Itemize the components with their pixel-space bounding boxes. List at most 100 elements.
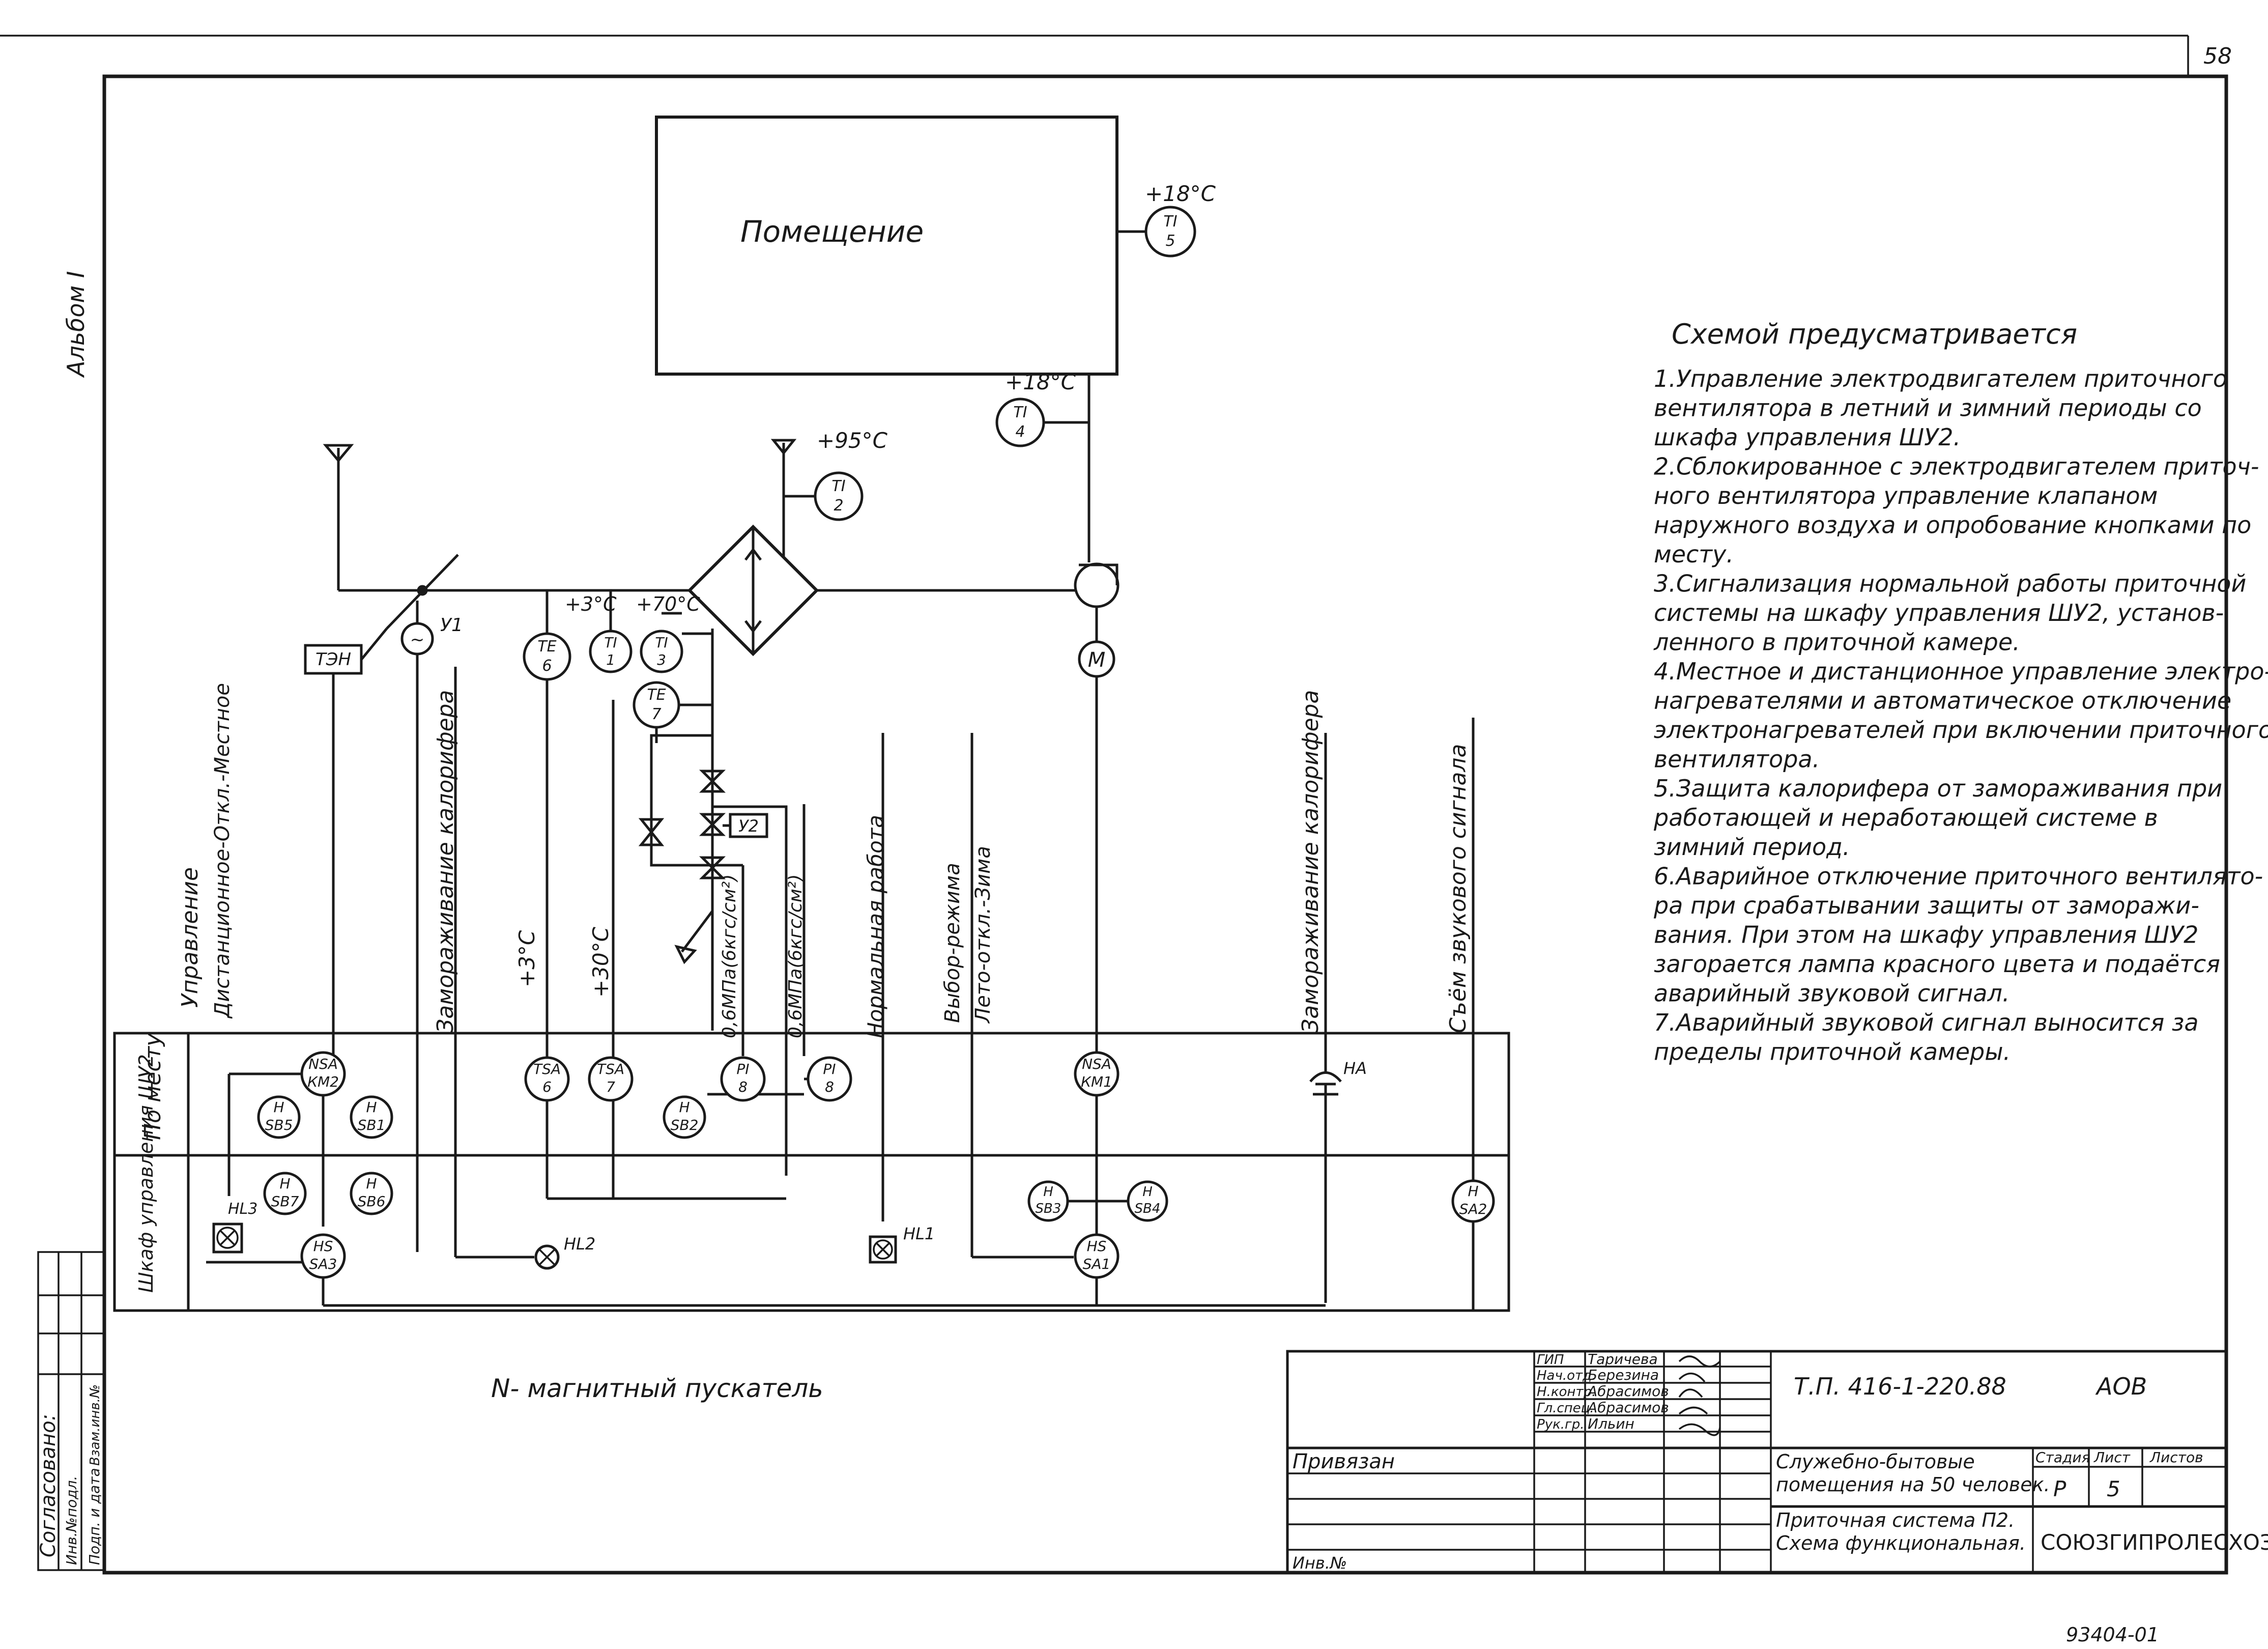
sensor-ti4-tag: TI — [1013, 404, 1027, 421]
notes-line: 5.Защита калорифера от замораживания при — [1654, 775, 2222, 802]
panel-h-sb5: H SB5 — [257, 1095, 301, 1139]
signal-normal-operation: Нормальная работа — [863, 815, 888, 1038]
notes-line: загорается лампа красного цвета и подаёт… — [1654, 950, 2220, 978]
signal-plus30: +30°C — [588, 926, 613, 998]
stamp-privyazan: Привязан — [1293, 1450, 1395, 1473]
svg-text:SB2: SB2 — [671, 1117, 699, 1133]
bottom-code: 93404-01 — [2066, 1624, 2159, 1646]
svg-text:HS: HS — [313, 1238, 333, 1255]
stamp-role-4: Гл.спец. — [1537, 1401, 1594, 1416]
stamp-role-3: Н.контр. — [1537, 1384, 1596, 1400]
stamp-sheets-header: Листов — [2149, 1449, 2203, 1466]
signal-sound-reset: Съём звукового сигнала — [1445, 744, 1471, 1033]
svg-text:NSA: NSA — [308, 1056, 338, 1072]
svg-text:SB5: SB5 — [265, 1117, 293, 1133]
temp-te6: +3°C — [565, 593, 617, 615]
sensor-ti1-num: 1 — [606, 651, 615, 668]
stamp-org: СОЮЗГИПРОЛЕСХОЗ — [2041, 1530, 2268, 1555]
panel-nsa-km1: NSA КМ1 — [1074, 1051, 1119, 1097]
svg-text:PI: PI — [736, 1061, 749, 1077]
sensor-ti3-tag: TI — [655, 634, 668, 651]
svg-text:SB3: SB3 — [1036, 1201, 1061, 1216]
notes-line: 1.Управление электродвигателем приточног… — [1654, 365, 2227, 392]
signal-pressure-1: 0,6МПа(6кгс/см²) — [719, 874, 740, 1038]
svg-text:8: 8 — [738, 1078, 748, 1095]
svg-text:H: H — [366, 1175, 377, 1192]
signal-freeze-2: Замораживание калорифера — [1298, 690, 1324, 1033]
signal-control: Управление — [177, 867, 203, 1008]
supply-fan — [1074, 562, 1119, 608]
stamp-name-2: Березина — [1588, 1367, 1659, 1383]
panel-tsa7: TSA 7 — [588, 1056, 634, 1102]
temp-ti1: +70°C — [636, 593, 700, 615]
stamp-object-1: Служебно-бытовые — [1776, 1451, 1975, 1473]
panel-hl3-lamp: HL3 — [212, 1200, 257, 1254]
stamp-sheet: 5 — [2107, 1476, 2120, 1501]
title-block: Т.П. 416-1-220.88 АОВ ГИП Нач.отд. Н.кон… — [1286, 1350, 2268, 1574]
stamp-name-5: Ильин — [1588, 1415, 1634, 1432]
row-cabinet: Шкаф управления ШУ2 — [135, 1054, 157, 1293]
sensor-ti5-tag: TI — [1163, 213, 1177, 231]
margin-approval-table: Согласовано: Инв.№подл. Подп. и дата Вза… — [37, 1251, 105, 1571]
svg-text:SA1: SA1 — [1083, 1256, 1111, 1272]
notes-line: вания. При этом на шкафу управления ШУ2 — [1654, 921, 2198, 949]
svg-text:8: 8 — [825, 1078, 834, 1095]
panel-h-sb1: H SB1 — [350, 1095, 393, 1139]
notes-line: наружного воздуха и опробование кнопками… — [1654, 511, 2251, 539]
panel-tsa6: TSA 6 — [524, 1056, 570, 1102]
svg-text:6: 6 — [542, 1078, 552, 1095]
notes-line: нагревателями и автоматическое отключени… — [1654, 687, 2231, 715]
valve-1 — [699, 770, 726, 793]
temp-room: +18°C — [1145, 181, 1216, 206]
stamp-stage: Р — [2053, 1476, 2066, 1501]
svg-text:КМ2: КМ2 — [307, 1073, 339, 1090]
album-label: Альбом I — [62, 271, 90, 378]
sensor-te7-tag: TE — [647, 686, 666, 704]
notes-line: шкафа управления ШУ2. — [1654, 423, 1961, 451]
fan-motor-label: M — [1088, 648, 1106, 672]
svg-text:HL2: HL2 — [564, 1234, 595, 1254]
sensor-ti4-num: 4 — [1015, 423, 1025, 441]
actuator-y1-label: У1 — [440, 615, 463, 636]
sensor-ti4 — [995, 397, 1045, 447]
svg-text:H: H — [366, 1099, 377, 1116]
notes-line: 3.Сигнализация нормальной работы приточн… — [1654, 570, 2246, 598]
signal-mode-local-remote: Дистанционное-Откл.-Местное — [211, 683, 234, 1019]
sensor-ti2-num: 2 — [834, 497, 843, 515]
signal-pressure-2: 0,6МПа(6кгс/см²) — [785, 874, 806, 1038]
stamp-code: Т.П. 416-1-220.88 — [1794, 1373, 2006, 1400]
notes-line: вентилятора. — [1654, 746, 1820, 773]
svg-text:H: H — [279, 1175, 290, 1192]
stamp-section: АОВ — [2095, 1373, 2147, 1400]
sensor-te6-num: 6 — [542, 657, 552, 675]
stamp-stage-header: Стадия — [2035, 1449, 2090, 1466]
svg-text:SB7: SB7 — [271, 1193, 299, 1210]
sensor-ti5 — [1144, 206, 1196, 258]
panel-hs-sa3: HS SA3 — [300, 1233, 346, 1279]
signal-summer-winter: Лето-откл.-Зима — [971, 846, 995, 1024]
sensor-ti2 — [814, 471, 864, 521]
notes-line: аварийный звуковой сигнал. — [1654, 980, 2010, 1007]
stamp-sheet-header: Лист — [2093, 1449, 2131, 1466]
notes-line: 4.Местное и дистанционное управление эле… — [1654, 658, 2268, 685]
panel-ha-horn: HA — [1309, 1059, 1367, 1096]
valve-3 — [699, 856, 726, 879]
margin-sign: Подп. и дата — [86, 1468, 103, 1565]
stamp-title-2: Схема функциональная. — [1776, 1532, 2026, 1554]
svg-text:H: H — [273, 1099, 284, 1116]
valve-bypass — [638, 818, 665, 846]
notes-line: электронагревателей при включении приточ… — [1654, 716, 2268, 744]
valve-2 — [699, 813, 726, 836]
notes-line: системы на шкафу управления ШУ2, установ… — [1654, 599, 2224, 627]
notes-line: ного вентилятора управление клапаном — [1654, 482, 2158, 509]
stamp-role-5: Рук.гр. — [1537, 1417, 1584, 1432]
notes-line: работающей и неработающей системе в — [1653, 804, 2158, 832]
notes-line: месту. — [1654, 541, 1734, 568]
notes-line: 6.Аварийное отключение приточного вентил… — [1654, 863, 2263, 890]
sensor-ti5-num: 5 — [1165, 232, 1175, 250]
air-intake-icon — [323, 444, 354, 463]
stamp-role-2: Нач.отд. — [1537, 1368, 1596, 1383]
sensor-ti1-tag: TI — [604, 634, 617, 651]
svg-text:NSA: NSA — [1082, 1056, 1111, 1072]
svg-text:HS: HS — [1087, 1238, 1107, 1255]
